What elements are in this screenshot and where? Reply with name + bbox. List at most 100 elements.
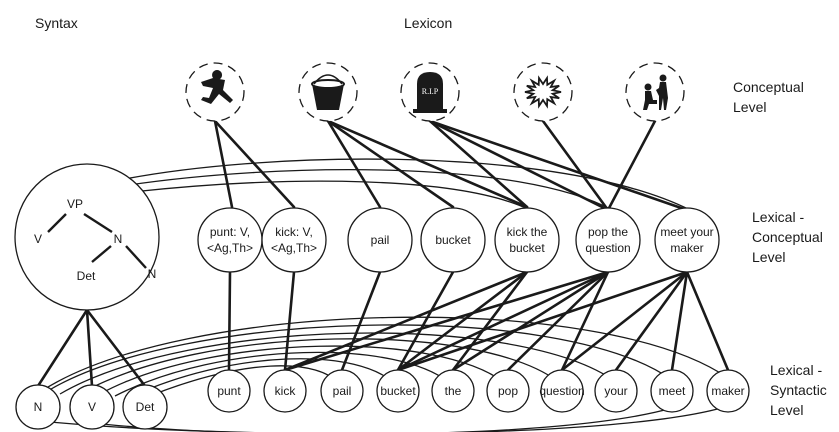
level-label-lexical_conceptual: Conceptual bbox=[752, 229, 823, 245]
connection-edge bbox=[227, 270, 232, 372]
lemma-label-punt: punt: V, bbox=[210, 225, 250, 239]
connection-edge bbox=[670, 270, 689, 372]
level-label-lexical_syntactic: Syntactic bbox=[770, 382, 827, 398]
word-node bbox=[706, 369, 750, 413]
connection-edge bbox=[541, 119, 610, 212]
connection-edge bbox=[451, 270, 529, 372]
word-node bbox=[263, 369, 307, 413]
syntax-tree-label: N bbox=[148, 267, 157, 281]
lemma-label-kick-the-bucket: bucket bbox=[509, 241, 545, 255]
connection-edge bbox=[340, 270, 382, 372]
connection-arc bbox=[39, 316, 729, 393]
word-node bbox=[207, 369, 251, 413]
syntax-tree-label: N bbox=[114, 232, 123, 246]
connection-edge bbox=[560, 270, 689, 372]
word-label-punt: punt bbox=[217, 384, 241, 398]
word-node bbox=[486, 369, 530, 413]
word-label-question: question bbox=[539, 384, 584, 398]
connection-arc bbox=[99, 345, 507, 395]
syntax-tree-node bbox=[14, 163, 160, 311]
lemma-label-pop-the-question: question bbox=[585, 241, 630, 255]
connection-arc bbox=[131, 180, 531, 211]
connection-edge bbox=[396, 270, 689, 372]
connection-edge bbox=[560, 270, 610, 372]
word-node bbox=[376, 369, 420, 413]
connection-edge bbox=[283, 270, 529, 372]
lexicon-header: Lexicon bbox=[404, 15, 452, 31]
connection-edge bbox=[396, 270, 610, 372]
lemma-node-meet-your-maker bbox=[654, 207, 720, 273]
syntax-node bbox=[15, 384, 61, 430]
connection-edge bbox=[283, 270, 296, 372]
kicker-icon bbox=[201, 70, 233, 104]
lemma-label-punt: <Ag,Th> bbox=[207, 241, 253, 255]
syntax-tree-branch bbox=[91, 245, 112, 263]
connection-arc bbox=[114, 351, 453, 397]
word-node bbox=[594, 369, 638, 413]
connection-arc bbox=[91, 407, 673, 432]
syntax-node bbox=[122, 384, 168, 430]
word-label-pop: pop bbox=[498, 384, 518, 398]
lemma-label-kick: <Ag,Th> bbox=[271, 241, 317, 255]
connection-edge bbox=[85, 308, 94, 388]
word-label-your: your bbox=[604, 384, 627, 398]
edges-layer bbox=[36, 119, 730, 388]
lemma-node-kick bbox=[261, 207, 327, 273]
lemma-label-kick-the-bucket: kick the bbox=[507, 225, 548, 239]
syntax-tree-branch bbox=[125, 245, 147, 269]
connection-edge bbox=[326, 119, 382, 209]
connection-edge bbox=[451, 270, 610, 372]
lemma-node-kick-the-bucket bbox=[494, 207, 560, 273]
level-label-conceptual: Conceptual bbox=[733, 79, 804, 95]
connection-edge bbox=[36, 308, 89, 388]
connection-edge bbox=[283, 270, 610, 372]
syntax-tree-label: Det bbox=[77, 269, 96, 283]
connection-arc bbox=[45, 324, 673, 393]
syntax-tree-label: V bbox=[34, 232, 42, 246]
lemma-label-kick: kick: V, bbox=[275, 225, 313, 239]
syntax-header: Syntax bbox=[35, 15, 78, 31]
level-label-lexical_syntactic: Level bbox=[770, 402, 803, 418]
level-label-lexical_syntactic: Lexical - bbox=[770, 362, 822, 378]
gravestone-icon: R.I.P bbox=[413, 72, 447, 113]
word-node bbox=[650, 369, 694, 413]
gravestone-text: R.I.P bbox=[422, 87, 439, 96]
lemma-label-bucket: bucket bbox=[435, 233, 471, 247]
word-node bbox=[431, 369, 475, 413]
proposal-icon bbox=[643, 74, 668, 110]
level-label-conceptual: Level bbox=[733, 99, 766, 115]
word-label-bucket: bucket bbox=[380, 384, 416, 398]
word-node bbox=[540, 369, 584, 413]
connection-edge bbox=[396, 270, 529, 372]
lemma-node-pail bbox=[347, 207, 413, 273]
connection-edge bbox=[396, 270, 455, 372]
icons-layer: R.I.P bbox=[185, 62, 685, 122]
lemma-label-meet-your-maker: meet your bbox=[660, 225, 713, 239]
lemma-node-pop-the-question bbox=[575, 207, 641, 273]
syntax-tree-label: VP bbox=[67, 197, 83, 211]
lemma-node-punt bbox=[197, 207, 263, 273]
lemma-label-pop-the-question: pop the bbox=[588, 225, 628, 239]
arcs-layer bbox=[39, 158, 729, 432]
connection-edge bbox=[213, 119, 296, 209]
concept-circle bbox=[625, 62, 685, 122]
bucket-icon bbox=[311, 74, 345, 110]
connection-edge bbox=[326, 119, 529, 209]
syntax-node-label: V bbox=[88, 400, 96, 414]
syntax-tree-branch bbox=[47, 213, 67, 233]
connection-edge bbox=[85, 308, 147, 388]
connection-edge bbox=[506, 270, 610, 372]
connection-arc bbox=[109, 158, 691, 211]
word-node bbox=[320, 369, 364, 413]
word-label-meet: meet bbox=[659, 384, 686, 398]
syntax-node bbox=[69, 384, 115, 430]
connection-edge bbox=[428, 119, 529, 209]
connection-arc bbox=[39, 405, 729, 432]
word-label-the: the bbox=[445, 384, 462, 398]
connection-edge bbox=[213, 119, 234, 209]
connection-edge bbox=[614, 270, 689, 372]
connection-arc bbox=[121, 168, 613, 211]
